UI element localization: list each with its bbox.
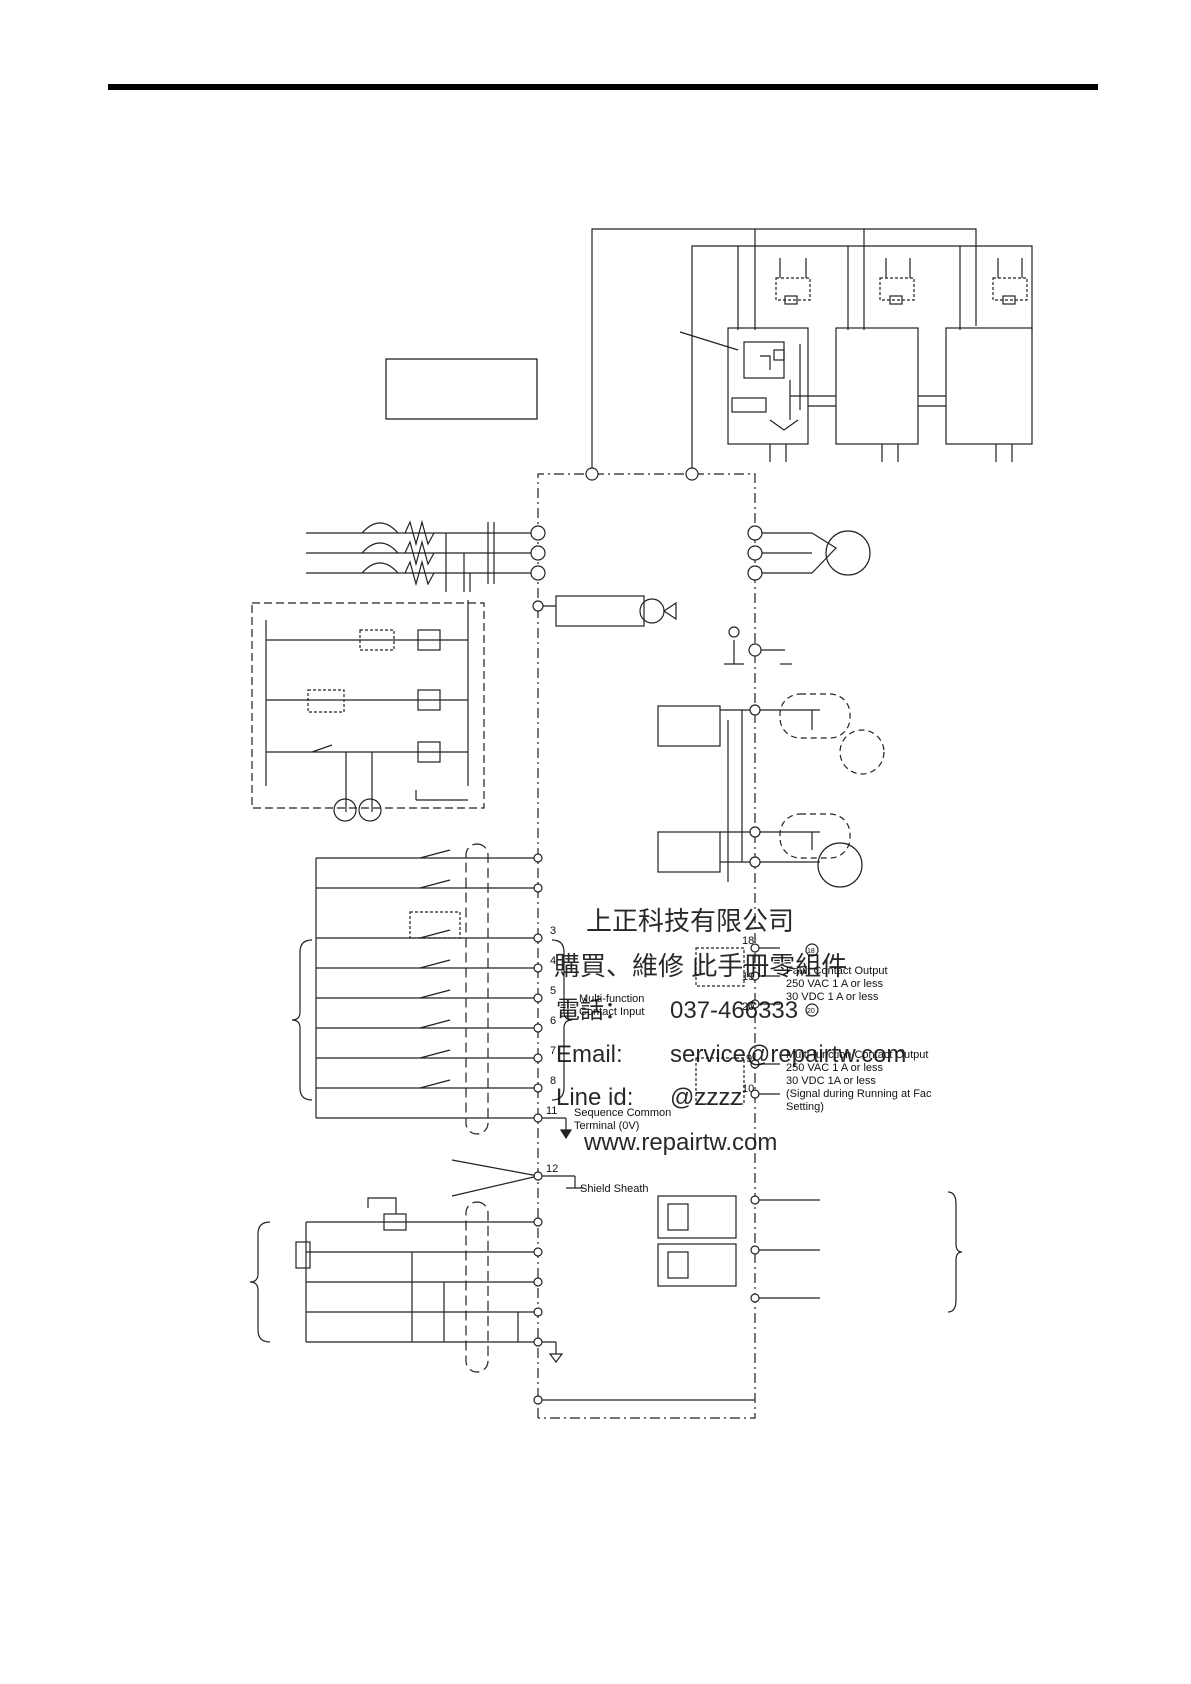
sequence-common-label-1: Sequence Common [574, 1107, 671, 1119]
control-sequence-box [251, 602, 485, 809]
watermark-company: 上正科技有限公司 [586, 906, 794, 936]
terminal-10-label: 10 [742, 1083, 754, 1095]
terminal-19-label: 19 [742, 971, 754, 983]
watermark-line-label: Line id: [556, 1084, 633, 1111]
watermark-phone-label: 電話： [556, 997, 628, 1024]
mf-contact-output-label-3: 30 VDC 1A or less [786, 1075, 876, 1087]
terminal-20-label: 20 [742, 1001, 754, 1013]
fault-contact-output-label-1: Fault Contact Output [786, 965, 888, 977]
cooling-fan-box [555, 595, 645, 627]
watermark-email-label: Email: [556, 1041, 623, 1068]
mf-contact-output-label-4: (Signal during Running at Fac [786, 1088, 932, 1100]
watermark-email: service@repairtw.com [670, 1041, 906, 1068]
fault-contact-output-label-2: 250 VAC 1 A or less [786, 978, 884, 990]
terminal-11-label: 11 [546, 1105, 557, 1117]
control-sequence [265, 600, 469, 812]
watermark-service: 購買、維修 此手冊零組件 [554, 951, 847, 981]
contact-inputs [291, 843, 573, 1135]
open-collector-outputs [657, 1191, 963, 1313]
mf-contact-output-label-1: Multi-function Contact Output [786, 1049, 928, 1061]
terminal-9-label: 9 [746, 1053, 752, 1065]
power-input [306, 519, 538, 592]
header-rule [108, 84, 1098, 90]
terminal-4-label: 4 [550, 955, 556, 967]
terminal-mark-20: 20 [807, 1008, 815, 1015]
empty-label-box [385, 358, 538, 420]
terminal-circles [530, 467, 763, 1405]
watermark-line: @zzzz [670, 1084, 742, 1111]
sequence-common-label-2: Terminal (0V) [574, 1120, 639, 1132]
terminal-8-label: 8 [550, 1075, 556, 1087]
braking-unit-1 [727, 327, 809, 445]
watermark: 上正科技有限公司 購買、維修 此手冊零組件 電話： 037-466333 Ema… [554, 906, 906, 1156]
watermark-website: www.repairtw.com [583, 1129, 777, 1156]
braking-unit-wiring [591, 228, 1033, 474]
shield-sheath-label: Shield Sheath [580, 1183, 649, 1195]
motor-connection [724, 530, 871, 665]
terminal-mark-18: 18 [807, 948, 815, 955]
terminal-12-label: 12 [546, 1163, 558, 1175]
shield-sheath-wiring [451, 1159, 584, 1197]
terminal-18-label: 18 [742, 935, 754, 947]
terminal-6-label: 6 [550, 1015, 556, 1027]
pg-section [657, 693, 885, 888]
multi-function-contact-input-label-1: Multi-function [579, 993, 644, 1005]
braking-unit-2 [835, 327, 919, 445]
terminal-5-label: 5 [550, 985, 556, 997]
terminal-7-label: 7 [550, 1045, 556, 1057]
motor-symbol [825, 530, 871, 576]
fault-contact-output-label-3: 30 VDC 1 A or less [786, 991, 879, 1003]
mf-contact-output-label-5: Setting) [786, 1101, 824, 1113]
braking-unit-3 [945, 327, 1033, 445]
mf-contact-output-label-2: 250 VAC 1 A or less [786, 1062, 884, 1074]
watermark-phone: 037-466333 [670, 997, 798, 1024]
multi-function-contact-input-label-2: Contact Input [579, 1006, 644, 1018]
inverter-frame [537, 473, 756, 1419]
terminal-3-label: 3 [550, 925, 556, 937]
frequency-reference-inputs [249, 1197, 564, 1373]
